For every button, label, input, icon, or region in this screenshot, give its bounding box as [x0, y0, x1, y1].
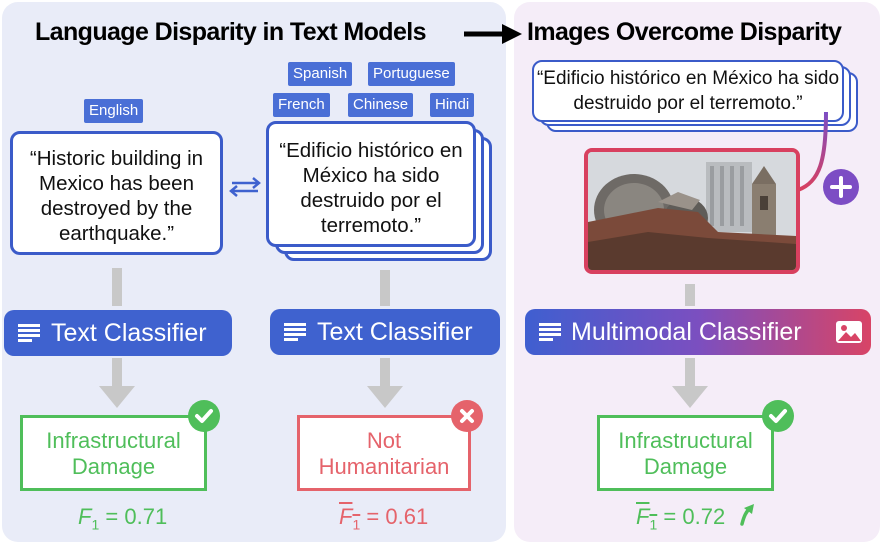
english-quote-card: “Historic building in Mexico has been de… [10, 131, 223, 255]
arrow-down-icon [99, 358, 135, 408]
result-label: Not Humanitarian [318, 428, 450, 479]
score-middle: F1 = 0.61 [339, 504, 429, 533]
text-lines-icon [18, 324, 40, 342]
text-lines-icon [284, 323, 306, 341]
cross-icon [451, 400, 483, 432]
result-middle: Not Humanitarian [297, 415, 471, 491]
plus-icon [823, 169, 859, 205]
check-icon [762, 400, 794, 432]
classifier-label: Text Classifier [51, 319, 207, 347]
score-left: F1 = 0.71 [78, 504, 168, 533]
image-icon [836, 321, 862, 343]
text-lines-icon [539, 323, 561, 341]
arrow-right-icon [464, 24, 522, 44]
swap-arrows-icon [229, 177, 261, 197]
classifier-label: Multimodal Classifier [571, 318, 802, 346]
spanish-quote-card: “Edificio histórico en México ha sido de… [266, 121, 476, 247]
tag-french: French [273, 93, 330, 117]
english-quote-text: “Historic building in Mexico has been de… [29, 147, 204, 245]
tag-hindi: Hindi [430, 93, 475, 117]
multimodal-classifier: Multimodal Classifier [525, 309, 871, 355]
score-right: F1 = 0.72 [636, 504, 726, 533]
arrow-up-icon [740, 504, 754, 526]
result-label: Infrastructural Damage [46, 428, 181, 479]
earthquake-photo [584, 148, 800, 274]
right-quote-card: “Edificio histórico en México ha sido de… [532, 60, 844, 122]
right-quote-text: “Edificio histórico en México ha sido de… [536, 68, 840, 114]
result-label: Infrastructural Damage [618, 428, 753, 479]
arrow-down-icon [685, 284, 695, 306]
arrow-down-icon [367, 358, 403, 408]
tag-spanish: Spanish [288, 62, 353, 86]
text-classifier-left: Text Classifier [4, 310, 232, 356]
check-icon [188, 400, 220, 432]
tag-portuguese: Portuguese [368, 62, 455, 86]
arrow-down-icon [672, 358, 708, 408]
left-title: Language Disparity in Text Models [35, 18, 427, 46]
text-classifier-middle: Text Classifier [270, 309, 500, 355]
spanish-quote-text: “Edificio histórico en México ha sido de… [279, 139, 463, 237]
tag-english: English [84, 99, 144, 123]
destroyed-building-image [588, 152, 796, 270]
arrow-down-icon [380, 270, 390, 306]
arrow-down-icon [112, 268, 122, 306]
result-left: Infrastructural Damage [20, 415, 207, 491]
tag-chinese: Chinese [348, 93, 414, 117]
right-title: Images Overcome Disparity [527, 18, 842, 46]
connector-line [797, 111, 828, 192]
classifier-label: Text Classifier [317, 318, 473, 346]
result-right: Infrastructural Damage [597, 415, 774, 491]
